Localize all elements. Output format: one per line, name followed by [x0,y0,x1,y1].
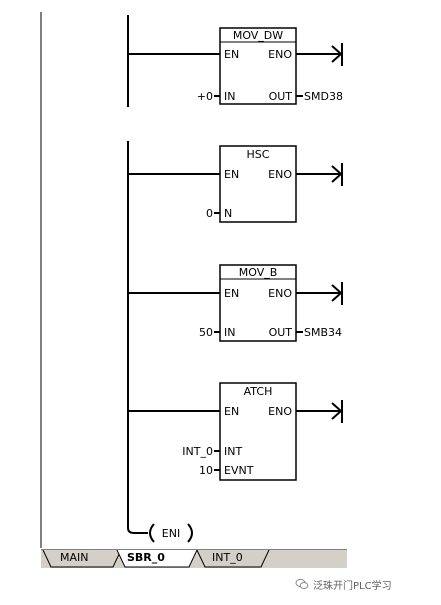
watermark-text: 泛珠开门PLC学习 [313,580,392,592]
int-value[interactable]: INT_0 [182,445,213,458]
eni-label: ENI [162,527,180,540]
eni-coil[interactable]: ENI [149,523,193,543]
atch-block[interactable]: ATCH EN ENO INT EVNT [219,382,297,481]
out-pin-label: OUT [269,326,293,339]
evnt-value[interactable]: 10 [199,464,213,477]
en-pin-label: EN [224,48,239,61]
mov-dw-block[interactable]: MOV_DW EN ENO IN OUT [219,27,297,105]
rung-1: MOV_DW EN ENO IN OUT +0 SMD38 [127,15,343,107]
tab-sbr-0[interactable]: SBR_0 [127,551,165,564]
int-pin-label: INT [224,445,242,458]
rung-2: HSC EN ENO N 0 MOV_B EN ENO IN OUT 50 SM… [127,141,343,543]
out-pin-label: OUT [269,90,293,103]
pou-tab-bar: MAIN SBR_0 INT_0 [41,549,347,568]
n-value[interactable]: 0 [206,207,213,220]
eno-pin-label: ENO [268,405,292,418]
wechat-icon [295,578,309,589]
hsc-block[interactable]: HSC EN ENO N [219,145,297,223]
mov-b-block[interactable]: MOV_B EN ENO IN OUT [219,264,297,342]
in-pin-label: IN [224,90,235,103]
block-title: MOV_B [239,266,278,279]
en-pin-label: EN [224,287,239,300]
block-title: MOV_DW [233,29,283,42]
en-pin-label: EN [224,168,239,181]
in-value[interactable]: +0 [197,90,213,103]
eno-pin-label: ENO [268,168,292,181]
tab-int-0[interactable]: INT_0 [212,551,243,564]
block-title: ATCH [244,385,273,398]
tab-main[interactable]: MAIN [60,551,89,564]
in-value[interactable]: 50 [199,326,213,339]
eno-pin-label: ENO [268,48,292,61]
n-pin-label: N [224,207,232,220]
watermark: 泛珠开门PLC学习 [295,576,392,592]
eni-wire [127,527,148,534]
out-value[interactable]: SMB34 [304,326,342,339]
evnt-pin-label: EVNT [224,464,254,477]
in-pin-label: IN [224,326,235,339]
en-pin-label: EN [224,405,239,418]
out-value[interactable]: SMD38 [304,90,343,103]
block-title: HSC [247,148,270,161]
eno-pin-label: ENO [268,287,292,300]
